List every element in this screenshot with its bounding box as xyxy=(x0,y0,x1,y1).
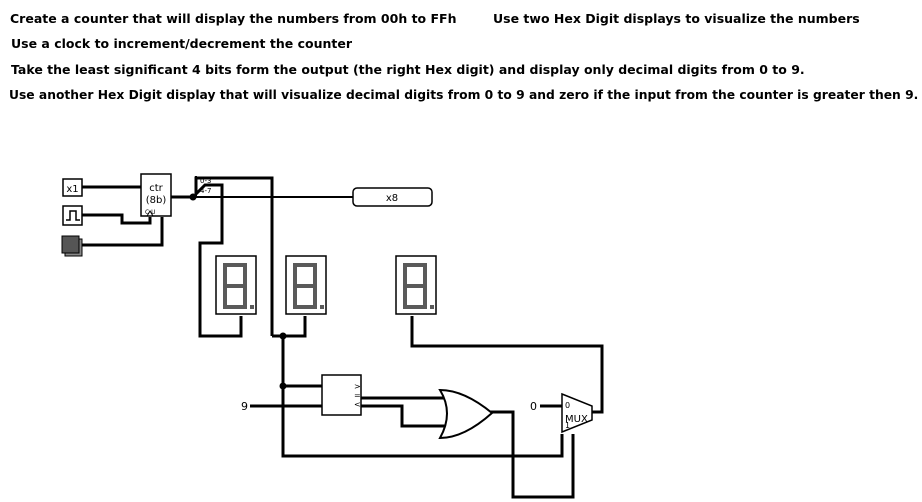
comparator-lt-symbol: < xyxy=(354,400,361,409)
mux-constant-0: 0 xyxy=(530,400,537,413)
instruction-line-4: Use another Hex Digit display that will … xyxy=(9,88,919,102)
probe-label: x8 xyxy=(386,193,398,204)
hex-display-decimal[interactable] xyxy=(395,255,437,315)
or-gate[interactable] xyxy=(438,388,494,440)
junction-dot xyxy=(279,332,287,340)
segment xyxy=(243,284,247,309)
segment xyxy=(403,263,407,286)
instruction-line-3: Take the least significant 4 bits form t… xyxy=(11,62,805,77)
clock-triangle-icon xyxy=(146,210,154,217)
push-button[interactable] xyxy=(61,235,83,257)
segment xyxy=(313,284,317,309)
junction-dot xyxy=(189,193,197,201)
segment xyxy=(223,263,227,286)
segment xyxy=(423,284,427,309)
comparator-gt-symbol: > xyxy=(354,382,361,391)
segment xyxy=(403,305,427,309)
splitter[interactable]: 0-3 4-7 xyxy=(195,176,211,196)
segment xyxy=(223,284,227,309)
mux-input-1-label: 1 xyxy=(565,421,570,430)
instruction-line-1b: Use two Hex Digit displays to visualize … xyxy=(493,11,860,26)
mux-input-0-label: 0 xyxy=(565,401,570,410)
segment xyxy=(403,263,427,267)
decimal-point xyxy=(250,305,254,309)
segment xyxy=(293,284,317,288)
counter-component[interactable]: ctr (8b) C U xyxy=(140,173,172,217)
constant-input-label: x1 xyxy=(66,184,78,195)
segment xyxy=(223,263,247,267)
constant-input[interactable]: x1 xyxy=(62,178,83,197)
clock-input[interactable] xyxy=(62,205,83,226)
segment xyxy=(403,284,407,309)
hex-display-high[interactable] xyxy=(215,255,257,315)
wires xyxy=(82,176,604,499)
instruction-line-1a: Create a counter that will display the n… xyxy=(10,11,457,26)
instruction-line-2: Use a clock to increment/decrement the c… xyxy=(11,36,352,51)
segment xyxy=(243,263,247,286)
splitter-label-top: 0-3 xyxy=(200,177,211,185)
counter-width-label: (8b) xyxy=(146,195,167,206)
segment xyxy=(293,263,297,286)
segment xyxy=(293,284,297,309)
segment xyxy=(403,284,427,288)
decimal-point xyxy=(430,305,434,309)
mux-label: MUX xyxy=(565,414,588,425)
hex-display-low[interactable] xyxy=(285,255,327,315)
junction-dot xyxy=(279,382,287,390)
comparator[interactable]: > = < xyxy=(321,374,362,416)
clock-wave-icon xyxy=(66,210,80,221)
comparator-constant-9: 9 xyxy=(241,400,248,413)
splitter-label-bottom: 4-7 xyxy=(200,187,211,195)
segment xyxy=(223,305,247,309)
probe-output[interactable]: x8 xyxy=(352,187,433,207)
counter-label: ctr xyxy=(149,183,163,194)
decimal-point xyxy=(320,305,324,309)
segment xyxy=(293,263,317,267)
multiplexer[interactable]: 0 1 MUX xyxy=(561,392,593,434)
segment xyxy=(223,284,247,288)
segment xyxy=(293,305,317,309)
comparator-eq-symbol: = xyxy=(354,391,361,400)
counter-pin-labels: C U xyxy=(145,209,156,216)
segment xyxy=(313,263,317,286)
segment xyxy=(423,263,427,286)
